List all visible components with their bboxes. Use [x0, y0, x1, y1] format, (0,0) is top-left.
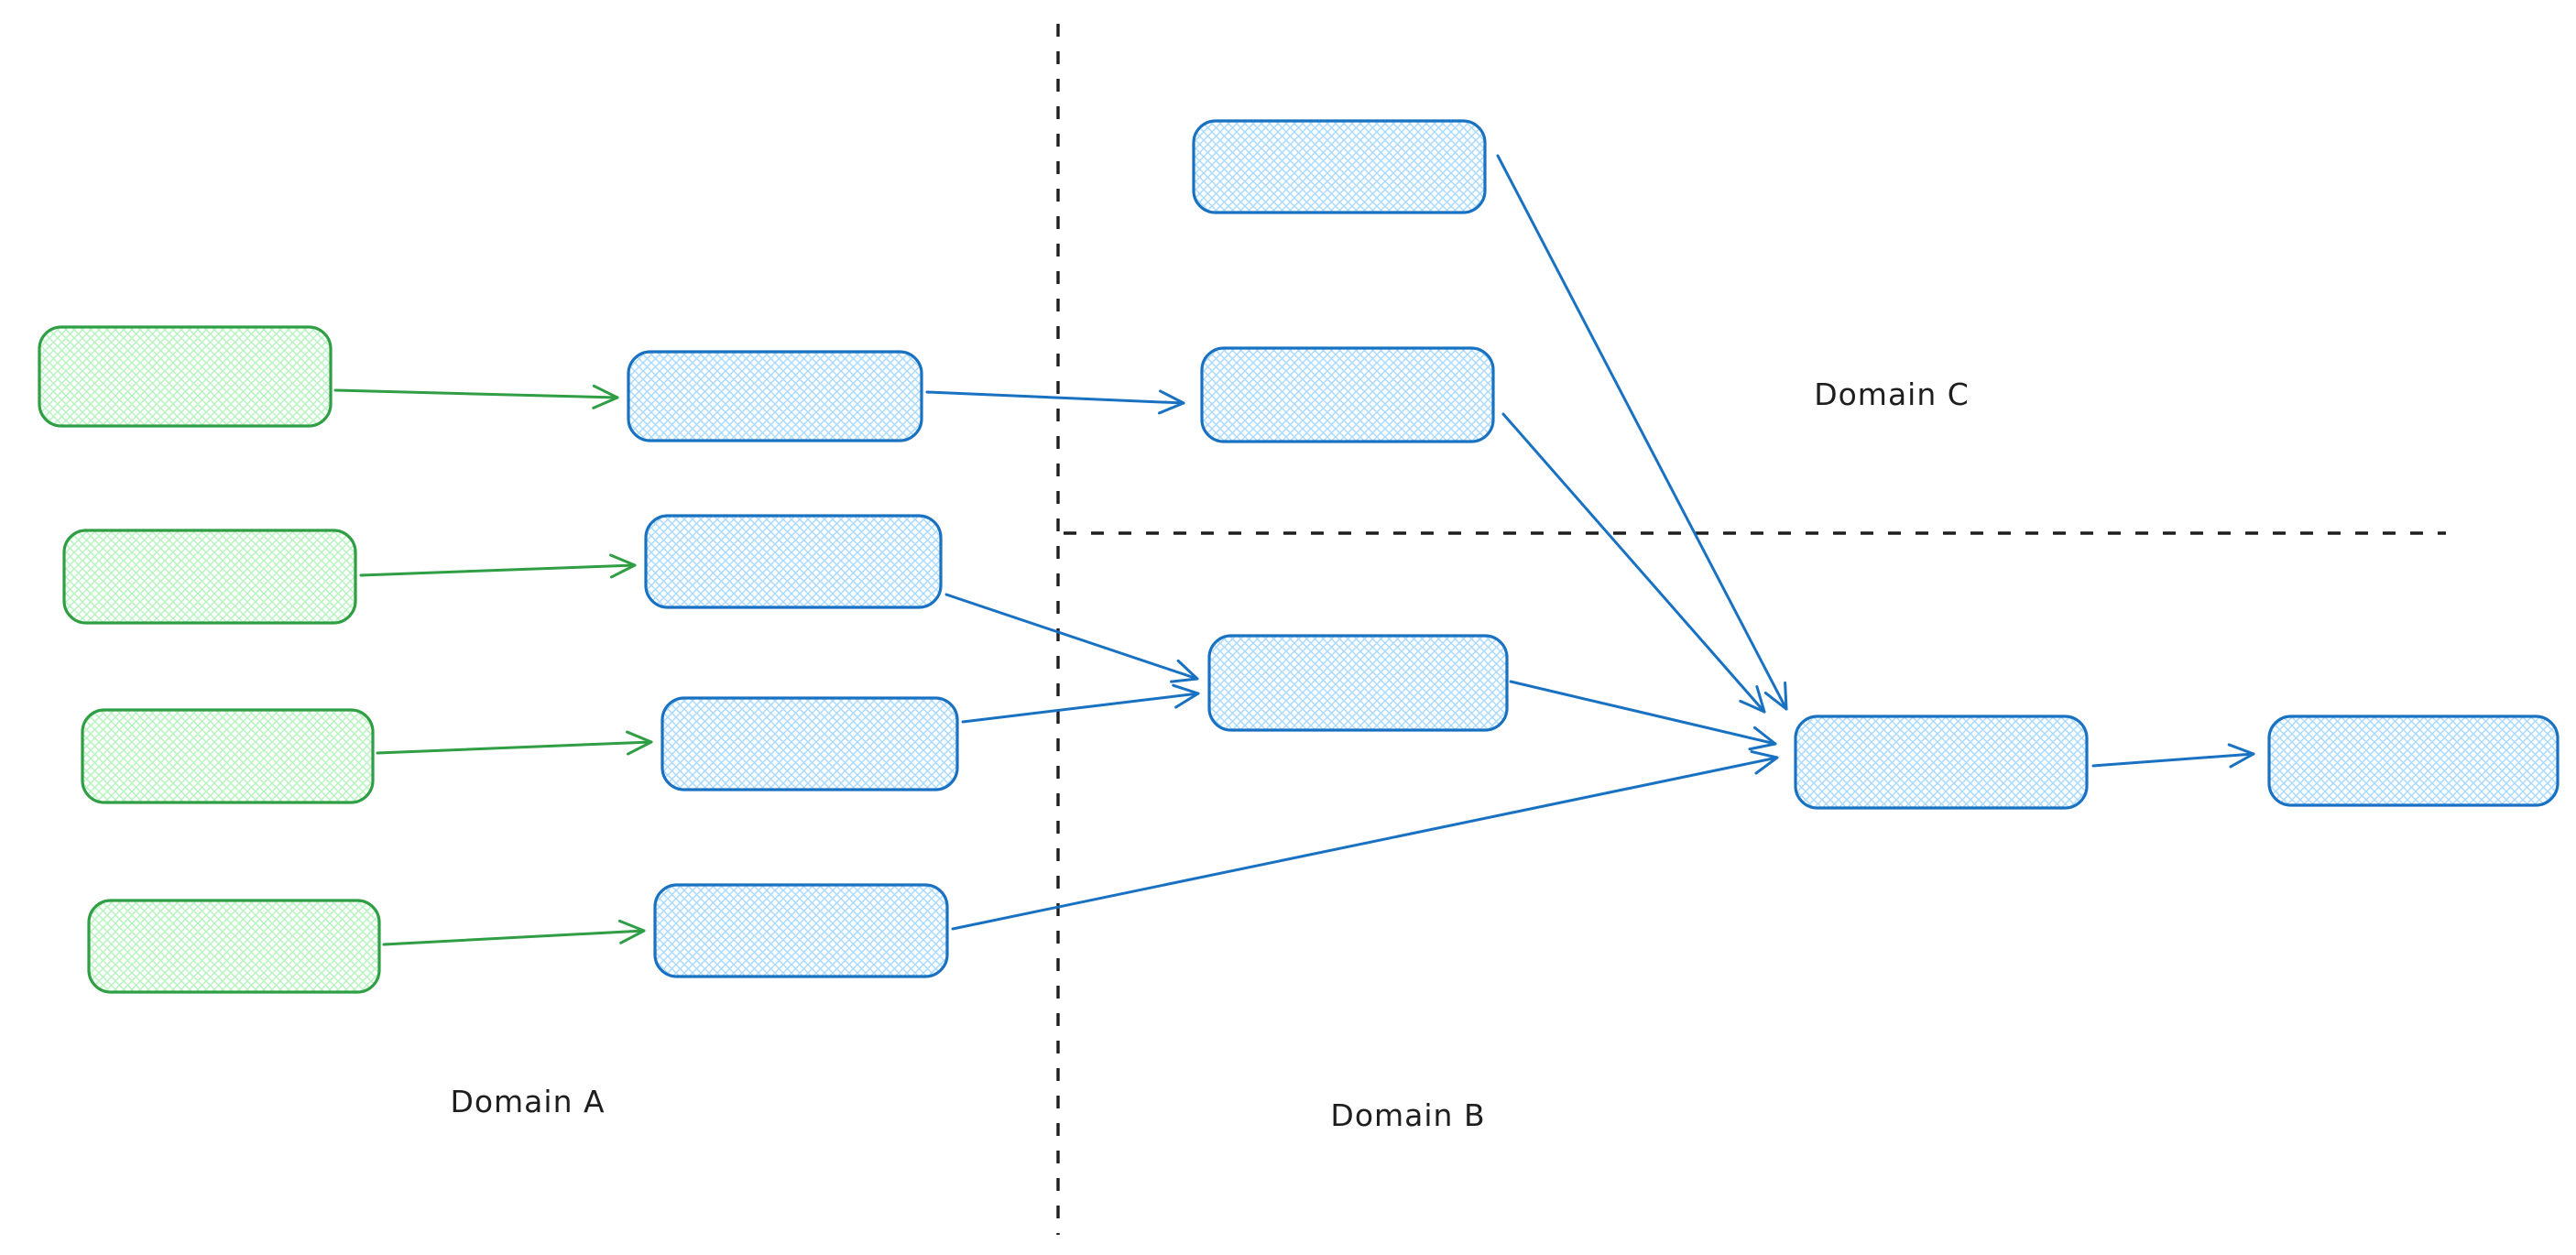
node-blue-sink	[1794, 715, 2089, 810]
node-blue-left-4	[653, 883, 949, 978]
edge-blueleft4-to-sink	[951, 750, 1779, 931]
node-blue-left-1	[627, 350, 923, 442]
domain-a-label: Domain A	[450, 1084, 605, 1119]
node-blue-mid-2	[1207, 634, 1509, 732]
node-blue-left-3	[660, 696, 959, 791]
edge-blueleft3-to-bluemid2	[961, 683, 1200, 724]
node-blue-left-2	[644, 514, 943, 609]
edge-blueleft2-to-bluemid2	[944, 593, 1199, 683]
edge-bluemid2-to-sink	[1509, 680, 1777, 751]
edge-bluetop-to-sink	[1496, 154, 1788, 711]
node-green-1	[38, 325, 333, 428]
edge-blueleft1-to-bluemid1	[925, 389, 1185, 415]
edge-green2-to-blueleft2	[359, 553, 637, 579]
node-green-2	[62, 529, 357, 625]
edge-green3-to-blueleft3	[376, 730, 653, 756]
node-green-3	[81, 708, 375, 804]
edge-green4-to-blueleft4	[382, 919, 646, 946]
node-blue-output	[2267, 715, 2560, 807]
node-blue-top	[1192, 119, 1487, 214]
edge-sink-to-output	[2091, 743, 2255, 769]
domain-c-label: Domain C	[1814, 376, 1970, 412]
edges-layer	[333, 154, 2255, 946]
domain-b-label: Domain B	[1330, 1097, 1485, 1133]
node-blue-mid-1	[1200, 346, 1495, 443]
node-green-4	[87, 899, 381, 994]
dividers-layer	[1056, 24, 2446, 1235]
edge-green1-to-blueleft1	[333, 384, 619, 409]
edge-bluemid1-to-sink	[1501, 412, 1766, 714]
labels-layer: Domain A Domain B Domain C	[450, 376, 1970, 1133]
nodes-layer	[38, 119, 2560, 994]
